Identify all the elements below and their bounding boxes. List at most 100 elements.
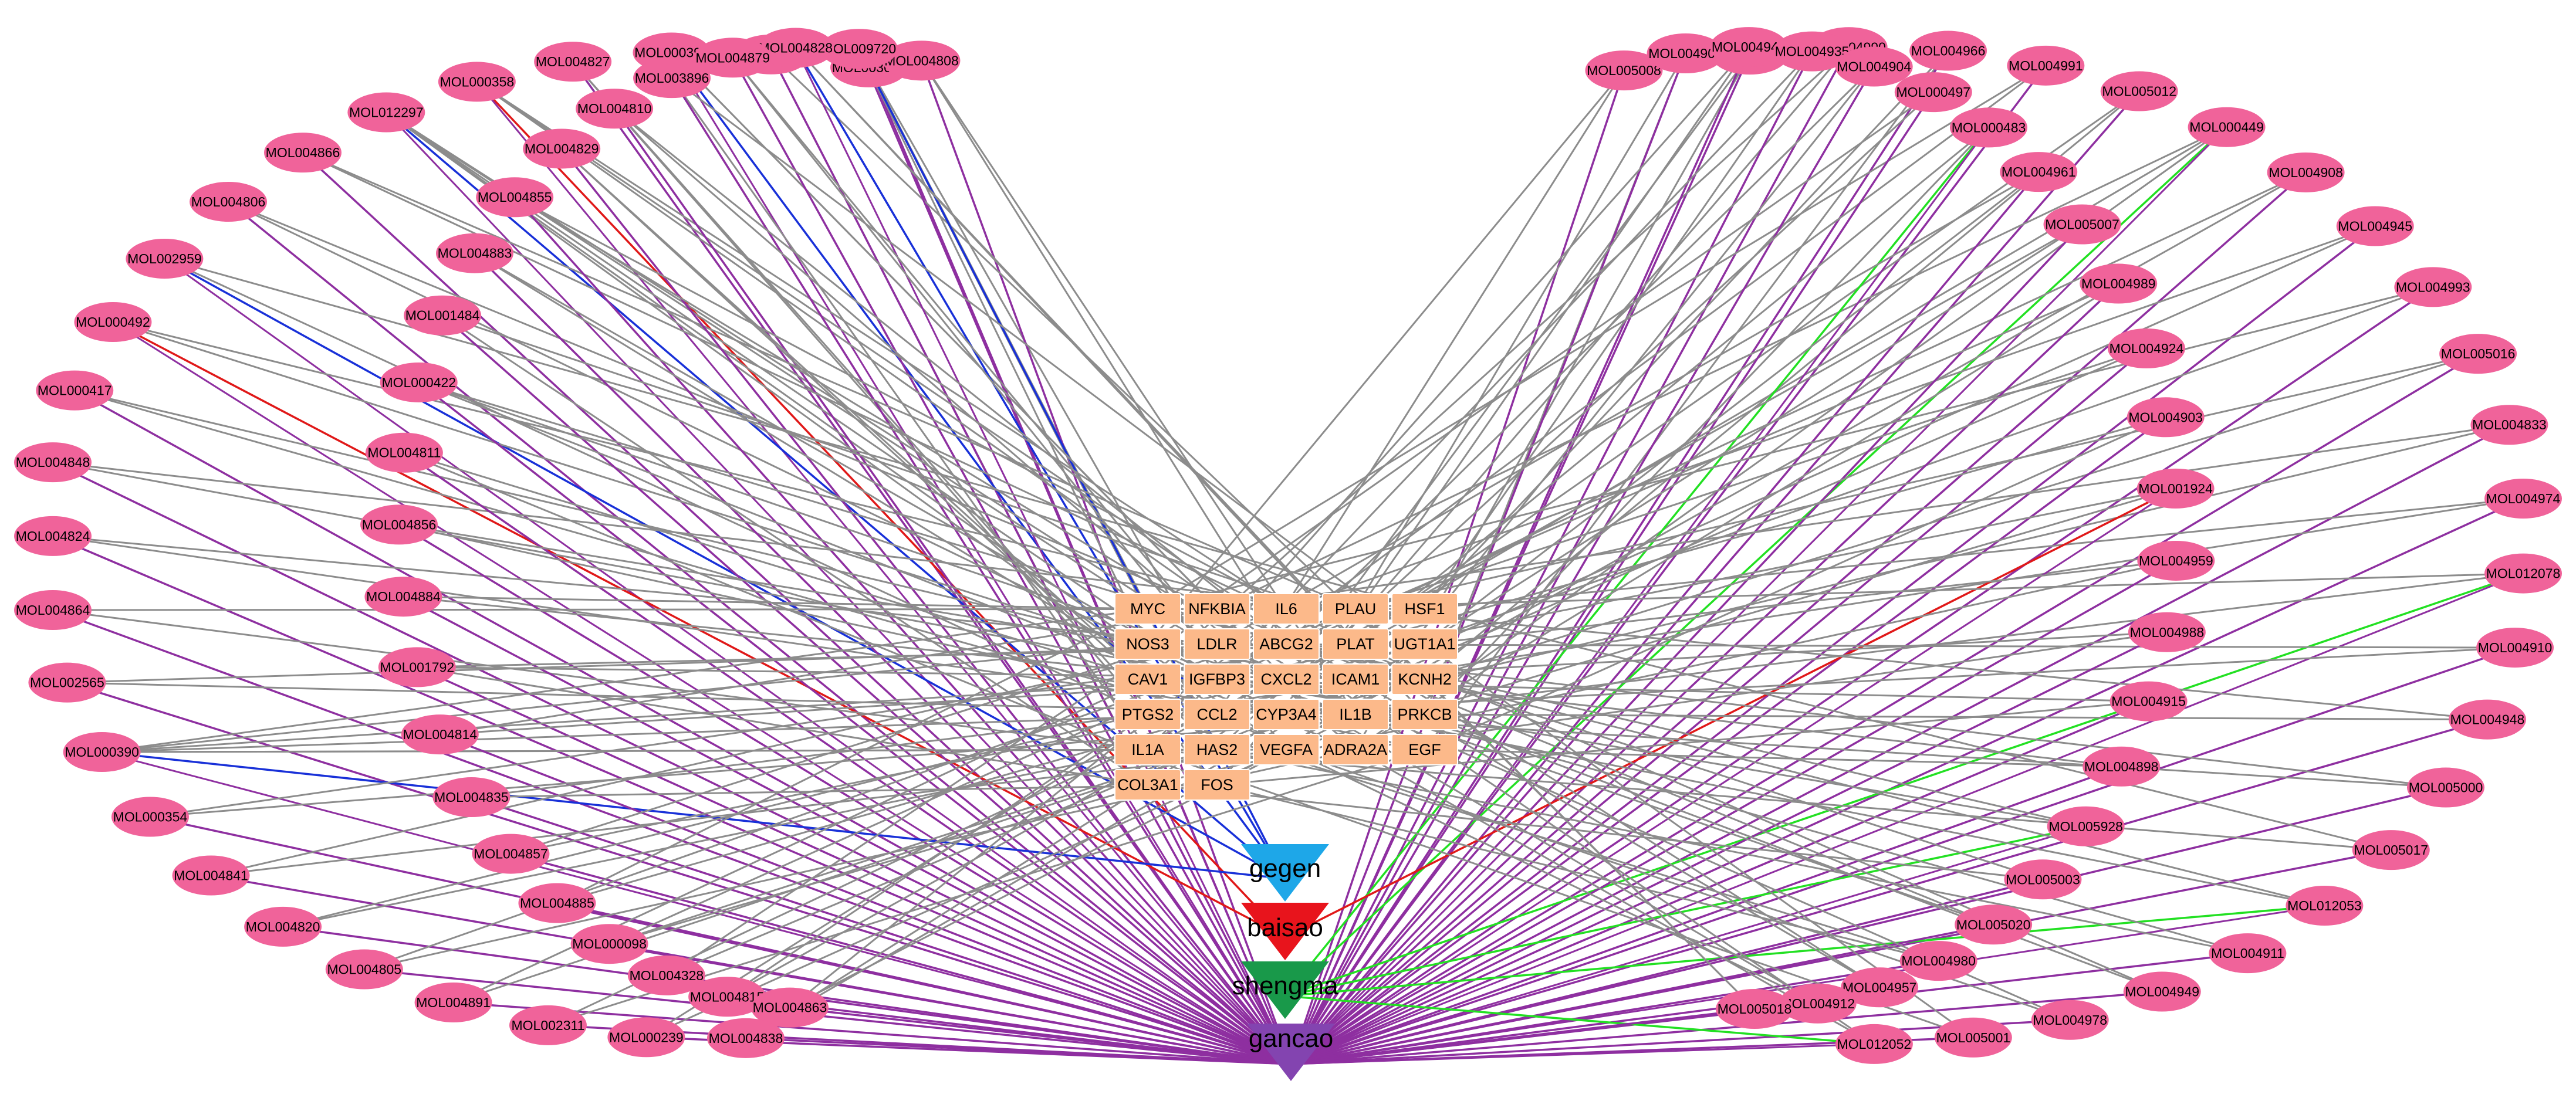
compound-herb-edge [1290,960,1939,1065]
target-label: CAV1 [1128,670,1168,688]
compound-label: MOL002565 [30,675,104,690]
target-box [1253,734,1320,765]
compound-herb-edge [164,258,1286,880]
target-box [1391,699,1458,730]
compound-label: MOL004948 [2450,712,2525,727]
compound-label: MOL005000 [2409,780,2483,795]
compound-node-mol004980: MOL004980 [1899,941,1977,981]
compound-node-mol005018: MOL005018 [1716,989,1793,1029]
compound-node-mol004856: MOL004856 [360,504,438,545]
compound-ellipse [472,834,550,874]
compound-target-edge [113,321,1287,610]
target-label: IGFBP3 [1189,670,1245,688]
compound-label: MOL004910 [2478,640,2553,655]
compound-ellipse [576,89,654,129]
target-node: CYP3A4 [1253,699,1320,730]
compound-target-edge [1355,608,2488,721]
compound-node-mol000098: MOL000098 [570,924,648,964]
compound-ellipse [2007,45,2085,86]
compound-label: MOL004328 [630,968,704,983]
compound-target-edge [442,314,1425,645]
target-label: LDLR [1196,635,1237,653]
compound-node-mol005000: MOL005000 [2406,767,2484,808]
compound-herb-edge [1290,487,2176,1065]
target-label: MYC [1130,600,1165,618]
target-box [1253,663,1320,695]
compound-node-mol003896: MOL003896 [633,58,711,99]
compound-node-mol004805: MOL004805 [325,949,403,990]
compound-label: MOL004924 [2110,341,2184,356]
compound-ellipse [360,504,438,545]
compound-nodes: MOL003656MOL004808MOL004849MOL009720MOL0… [14,27,2562,1064]
compound-target-edge [164,258,1148,716]
compound-herb-edge [1284,995,1875,1045]
target-node: MYC [1114,593,1181,625]
compound-label: MOL004978 [2033,1012,2107,1028]
target-label: NOS3 [1126,635,1169,653]
compound-ellipse [756,28,834,68]
compound-ellipse [2127,397,2205,438]
compound-node-mol004835: MOL004835 [432,777,511,818]
compound-herb-edge [1290,497,2524,1065]
compound-ellipse [1647,33,1725,73]
compound-label: MOL004957 [1843,980,1917,995]
compound-ellipse [126,238,204,279]
compound-herb-edge [1290,416,2166,1065]
compound-label: MOL004864 [16,602,90,618]
compound-target-edge [1424,748,2122,768]
compound-label: MOL004974 [2486,491,2561,506]
compound-ellipse [570,924,648,964]
compound-target-edge [453,748,1218,1004]
compound-target-edge [452,678,1148,1004]
compound-node-mol004883: MOL004883 [435,233,513,273]
compound-ellipse [1955,904,2033,945]
compound-label: MOL004824 [16,529,90,544]
compound-herb-edge [513,197,1292,1065]
compound-ellipse [706,1018,785,1058]
compound-label: MOL004988 [2130,625,2205,640]
compound-label: MOL000239 [609,1029,684,1045]
compound-ellipse [2352,830,2430,870]
compound-node-mol004989: MOL004989 [2080,263,2158,304]
compound-target-edge [1424,713,2487,721]
compound-label: MOL004829 [525,141,599,156]
compound-node-mol012052: MOL012052 [1835,1024,1913,1064]
compound-label: MOL004959 [2139,553,2213,568]
compound-label: MOL004838 [709,1031,783,1046]
compound-ellipse [2484,479,2562,519]
compound-ellipse [2136,468,2215,509]
compound-ellipse [111,797,189,837]
compound-target-edge [403,595,1218,680]
compound-target-edge [1285,54,1751,680]
compound-target-edge [404,452,1148,680]
compound-target-edge [211,643,1218,876]
compound-node-mol004848: MOL004848 [14,442,92,483]
compound-herb-edge [1290,90,2141,1065]
compound-ellipse [1585,50,1663,91]
compound-target-edge [440,608,1218,736]
compound-node-mol005020: MOL005020 [1955,904,2033,945]
compound-node-mol004988: MOL004988 [2128,612,2206,652]
compound-ellipse [2004,859,2082,900]
compound-target-edge [102,748,1287,753]
herb-triangle [1241,844,1329,902]
target-label: UGT1A1 [1394,635,1455,653]
compound-node-mol005928: MOL005928 [2047,806,2125,846]
compound-node-mol001792: MOL001792 [378,647,456,687]
compound-node-mol004912: MOL004912 [1779,983,1857,1024]
compound-node-mol005017: MOL005017 [2352,830,2430,870]
compound-ellipse [2286,886,2364,926]
compound-target-edge [1355,416,2166,645]
compound-label: MOL000354 [113,809,188,824]
target-node: NFKBIA [1184,593,1250,625]
compound-node-mol000492: MOL000492 [74,301,152,342]
herb-label: gancao [1249,1024,1333,1053]
compound-target-edge [74,389,1148,645]
target-node: HAS2 [1184,734,1250,765]
target-node: CXCL2 [1253,663,1320,695]
compound-ellipse [74,301,152,342]
compound-target-edge [556,608,1148,904]
compound-target-edge [1147,46,1850,680]
compound-node-mol004910: MOL004910 [2476,628,2554,668]
